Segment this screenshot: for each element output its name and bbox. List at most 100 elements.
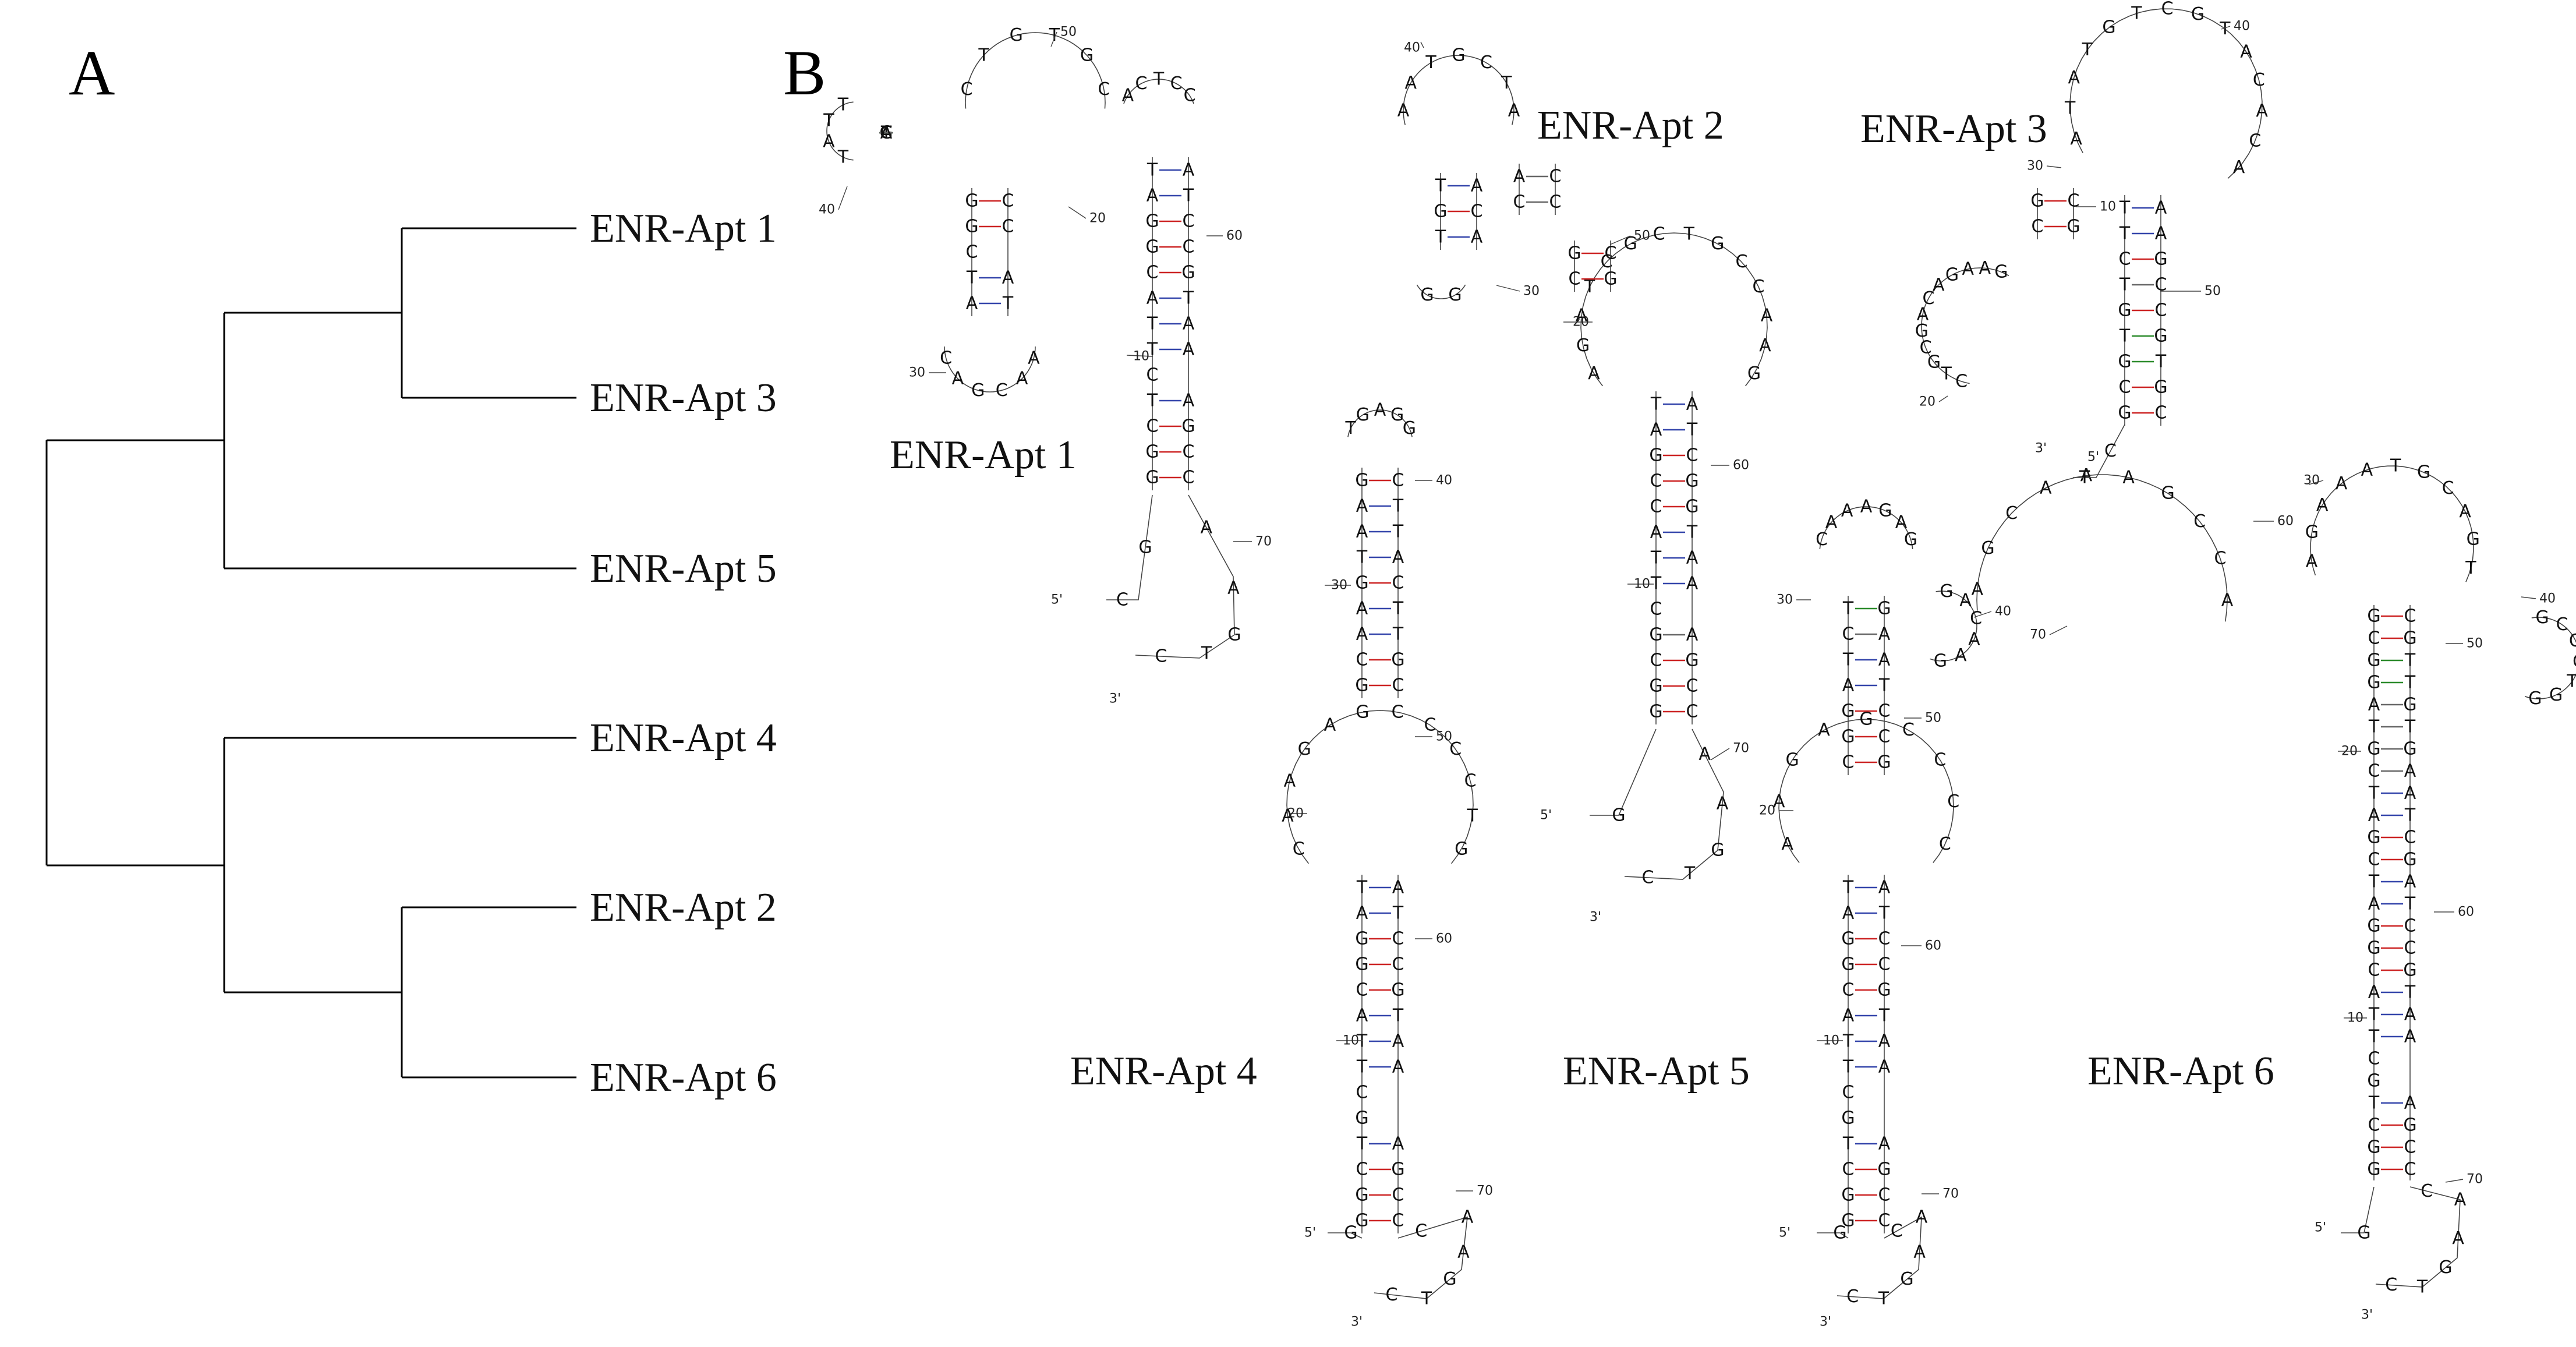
nucleotide: A — [1356, 624, 1368, 645]
position-number: 3' — [1590, 910, 1601, 925]
nucleotide: A — [1284, 770, 1296, 791]
nucleotide: C — [1002, 191, 1014, 211]
nucleotide: T — [1183, 186, 1194, 206]
nucleotide: G — [2030, 191, 2044, 211]
nucleotide: C — [1549, 192, 1562, 213]
nucleotide: A — [1356, 1006, 1368, 1026]
nucleotide: A — [2368, 982, 2380, 1003]
nucleotide: A — [2080, 465, 2093, 486]
nucleotide: A — [1933, 275, 1945, 295]
position-number: 50 — [1925, 711, 1941, 726]
position-number: 5' — [1779, 1226, 1791, 1240]
nucleotide: C — [1392, 929, 1404, 949]
nucleotide: G — [1833, 1223, 1846, 1243]
position-number: 30 — [909, 366, 925, 380]
position-number: 50 — [1436, 730, 1452, 744]
nucleotide: A — [1404, 73, 1417, 93]
backbone — [1930, 591, 1977, 662]
nucleotide: T — [1153, 69, 1165, 90]
backbone — [944, 346, 1036, 393]
position-tick — [2046, 165, 2062, 168]
nucleotide: G — [2535, 607, 2549, 628]
nucleotide: A — [1028, 348, 1040, 369]
panel-a-label: A — [69, 37, 115, 108]
structure-title-apt4: ENR-Apt 4 — [1070, 1049, 1257, 1094]
nucleotide: A — [1842, 903, 1855, 924]
nucleotide: T — [823, 110, 834, 130]
nucleotide: A — [1147, 186, 1159, 206]
nucleotide: C — [2385, 1275, 2397, 1295]
position-number: 40 — [1436, 473, 1452, 488]
backbone — [2524, 617, 2576, 699]
nucleotide: C — [961, 79, 973, 100]
nucleotide: A — [1356, 599, 1368, 619]
nucleotide: C — [1356, 1083, 1368, 1103]
nucleotide: T — [1435, 176, 1446, 196]
backbone — [826, 101, 854, 161]
position-number: 70 — [1942, 1187, 1959, 1201]
position-tick — [1496, 285, 1520, 292]
nucleotide: G — [2528, 688, 2542, 709]
nucleotide: A — [1781, 834, 1793, 854]
nucleotide: C — [2155, 300, 2167, 321]
position-number: 50 — [2467, 637, 2483, 651]
nucleotide: C — [2368, 850, 2380, 870]
nucleotide: C — [1842, 752, 1855, 773]
position-number: 40 — [819, 203, 835, 217]
nucleotide: C — [1569, 269, 1581, 289]
nucleotide: G — [2367, 1137, 2380, 1158]
nucleotide: G — [1994, 262, 2008, 282]
nucleotide: G — [1877, 599, 1891, 619]
nucleotide: C — [1183, 442, 1195, 462]
position-number: 30 — [1331, 578, 1347, 593]
nucleotide: T — [1650, 548, 1662, 568]
backbone — [1921, 267, 2009, 384]
nucleotide: T — [2082, 40, 2093, 60]
nucleotide: C — [1878, 701, 1891, 722]
nucleotide: G — [1915, 321, 1929, 341]
position-tick — [1609, 235, 1631, 245]
nucleotide: A — [2240, 41, 2252, 62]
position-number: 10 — [1634, 577, 1650, 592]
nucleotide: A — [966, 294, 978, 314]
nucleotide: G — [2154, 326, 2167, 347]
position-tick — [2308, 480, 2324, 485]
nucleotide: A — [1686, 574, 1699, 594]
nucleotide: T — [2404, 894, 2416, 914]
nucleotide: C — [1878, 954, 1891, 975]
nucleotide: G — [1877, 752, 1891, 773]
nucleotide: C — [1923, 288, 1935, 309]
backbone — [2069, 8, 2263, 179]
nucleotide: A — [1147, 288, 1159, 309]
nucleotide: G — [1945, 264, 1959, 285]
backbone — [1328, 1232, 1363, 1239]
nucleotide: G — [1455, 839, 1468, 859]
nucleotide: A — [1913, 1242, 1926, 1263]
nucleotide: G — [1434, 201, 1447, 222]
nucleotide: T — [1842, 1031, 1854, 1052]
nucleotide: G — [1904, 529, 1917, 550]
nucleotide: C — [1155, 646, 1167, 667]
nucleotide: C — [2404, 1137, 2416, 1158]
nucleotide: G — [1080, 45, 1094, 65]
nucleotide: C — [1842, 980, 1855, 1000]
nucleotide: T — [2064, 98, 2076, 119]
nucleotide: G — [2367, 1071, 2380, 1091]
nucleotide: C — [940, 348, 952, 369]
nucleotide: T — [837, 147, 849, 167]
nucleotide: G — [2367, 673, 2380, 693]
nucleotide: G — [2403, 1115, 2416, 1136]
nucleotide: G — [1649, 676, 1662, 697]
nucleotide: A — [1513, 167, 1526, 187]
nucleotide: T — [1842, 599, 1854, 619]
position-number: 3' — [1351, 1315, 1363, 1330]
nucleotide: G — [2367, 828, 2380, 848]
nucleotide: G — [1841, 1108, 1855, 1129]
nucleotide: C — [1686, 676, 1699, 697]
position-number: 3' — [2361, 1308, 2373, 1323]
position-number: 10 — [1343, 1034, 1359, 1048]
nucleotide: T — [2404, 717, 2416, 737]
nucleotide: G — [2367, 938, 2380, 959]
